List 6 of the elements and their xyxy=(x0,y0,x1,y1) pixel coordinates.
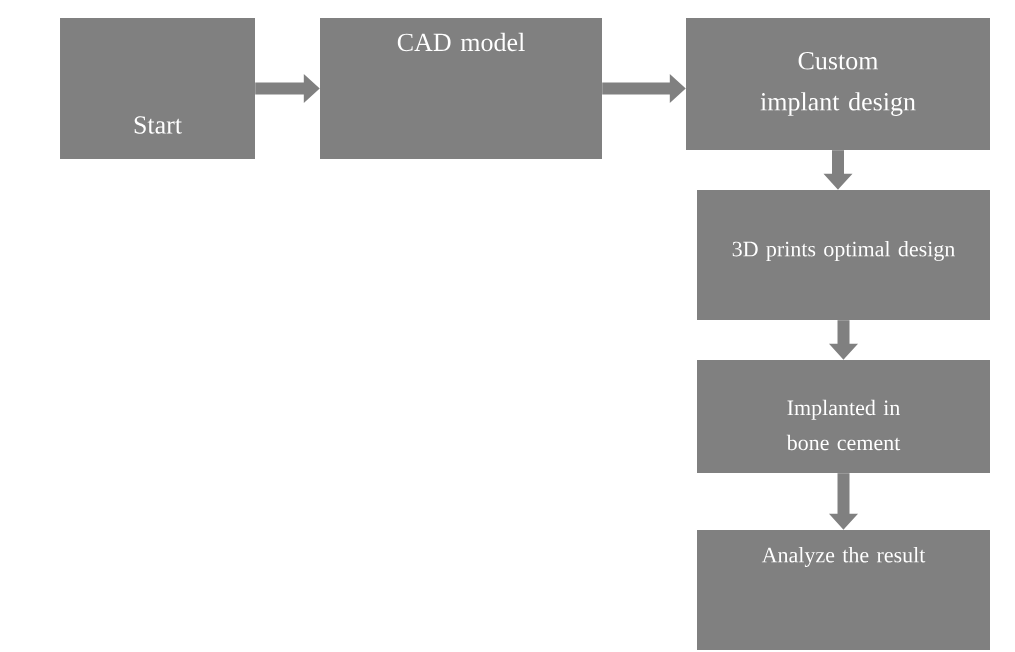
process-box: Analyze the result xyxy=(697,530,990,650)
process-box: 3D prints optimal design xyxy=(697,190,990,320)
process-box: CAD model xyxy=(320,18,602,159)
process-box: Start xyxy=(60,18,255,159)
process-box: Custom implant design xyxy=(686,18,990,150)
process-box: Implanted in bone cement xyxy=(697,360,990,473)
